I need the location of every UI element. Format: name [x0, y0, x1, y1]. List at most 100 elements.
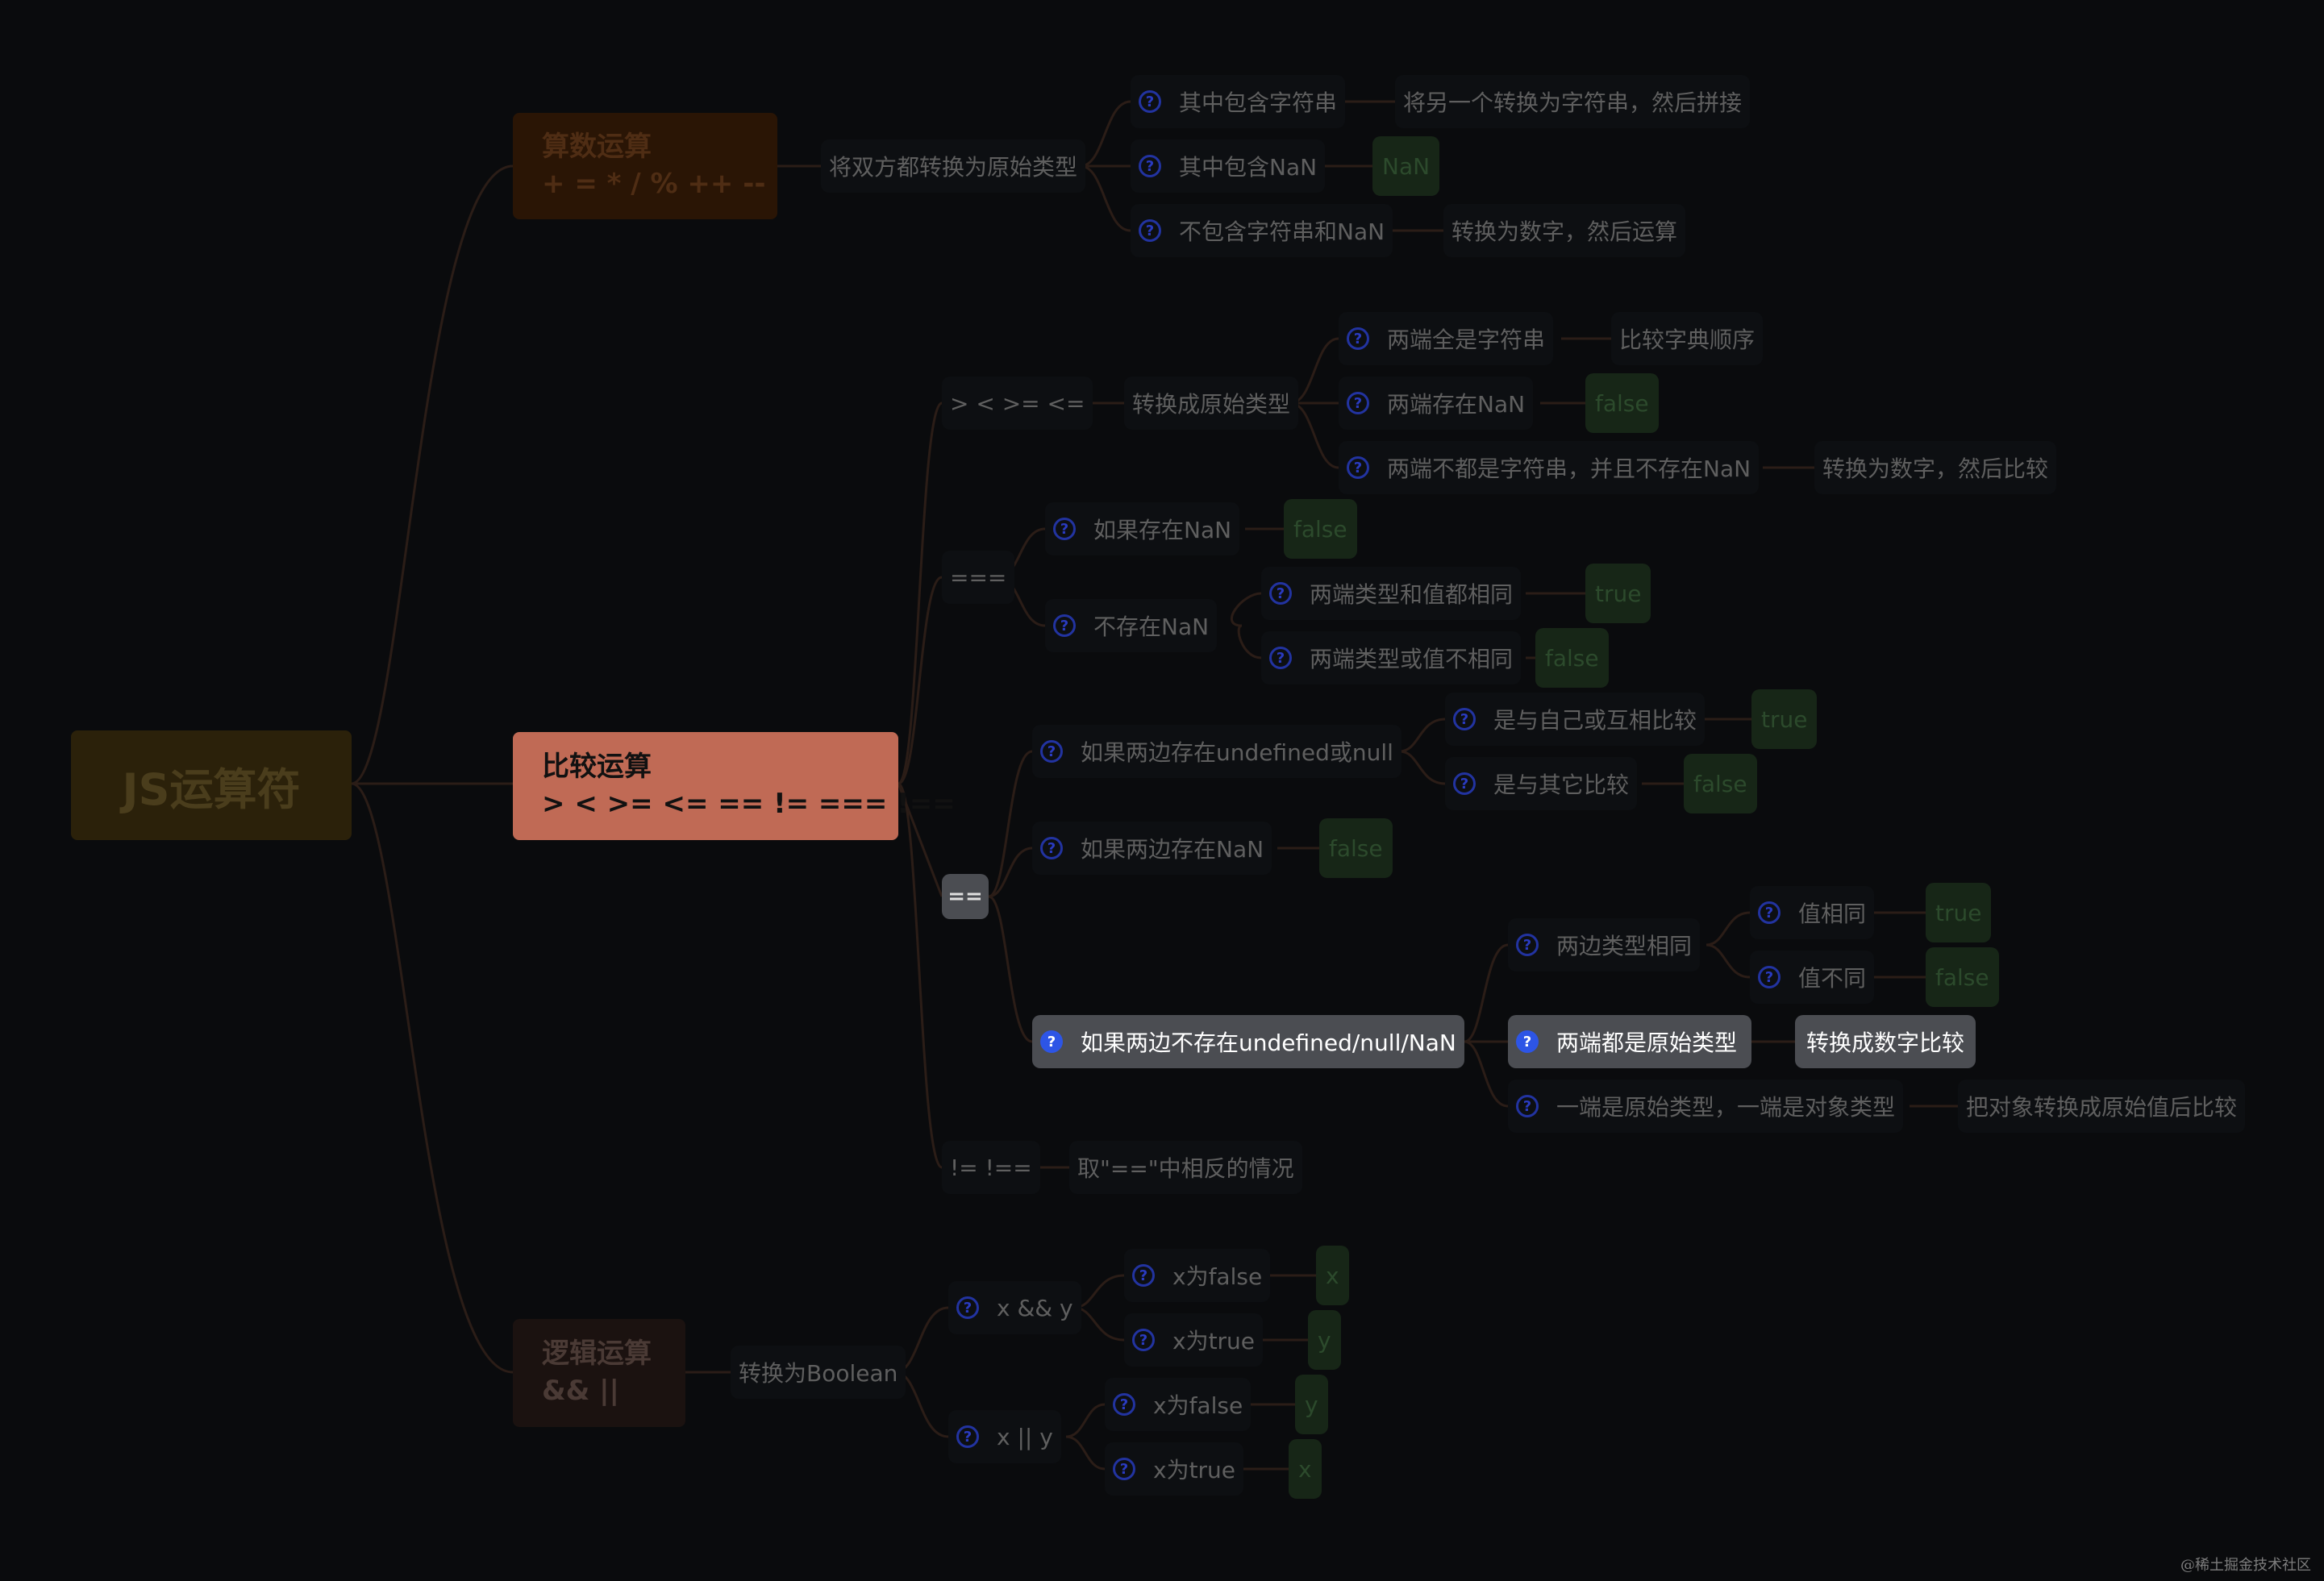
loose-undef-null-label: 如果两边存在undefined或null — [1081, 739, 1393, 766]
loose-with-each-other-label: 是与自己或互相比较 — [1493, 707, 1697, 734]
question-icon: ? — [1139, 155, 1161, 177]
watermark: @稀土掘金技术社区 — [2180, 1557, 2311, 1574]
logic-and-node[interactable]: ?x && y — [948, 1281, 1081, 1334]
compare-node[interactable]: 比较运算 > < >= <= == != === !== — [513, 732, 956, 840]
logic-and-true-node[interactable]: ?x为true — [1124, 1313, 1264, 1367]
logic-and-true-result: y — [1318, 1326, 1331, 1354]
loose-both-primitive-result-node[interactable]: 转换成数字比较 — [1795, 1015, 1976, 1068]
arith-case-string-node[interactable]: ?其中包含字符串 — [1131, 75, 1346, 128]
strict-has-nan-node[interactable]: ?如果存在NaN — [1045, 502, 1240, 555]
question-icon: ? — [1132, 1264, 1155, 1287]
strict-diff-label: 两端类型或值不相同 — [1310, 646, 1514, 672]
logic-rule-node[interactable]: 转换为Boolean — [731, 1346, 906, 1399]
question-icon: ? — [1453, 708, 1476, 730]
logic-and-false-node[interactable]: ? x为false — [1124, 1249, 1271, 1302]
question-icon: ? — [1113, 1458, 1135, 1480]
strict-same-label: 两端类型和值都相同 — [1310, 581, 1514, 608]
arith-case-other-node[interactable]: ?不包含字符串和NaN — [1131, 204, 1393, 257]
logic-or-false-node[interactable]: ? x为false — [1105, 1378, 1252, 1431]
question-icon: ? — [1139, 219, 1161, 242]
root-node[interactable]: JS运算符 — [71, 730, 352, 840]
root-label: JS运算符 — [122, 763, 301, 815]
strict-same-leaf[interactable]: true — [1585, 564, 1651, 623]
loose-value-same-leaf[interactable]: true — [1926, 883, 1992, 942]
arith-result-nan-label: NaN — [1382, 152, 1431, 180]
loose-value-diff-leaf[interactable]: false — [1926, 947, 1999, 1007]
logic-and-false-result: x — [1326, 1262, 1339, 1289]
question-icon: ? — [1516, 934, 1539, 956]
loose-value-same-node[interactable]: ?值相同 — [1750, 886, 1875, 939]
relational-both-string-node[interactable]: ?两端全是字符串 — [1339, 312, 1554, 365]
arith-case-nan-label: 其中包含NaN — [1179, 154, 1318, 181]
not-equal-label: != !== — [950, 1154, 1032, 1181]
question-icon: ? — [1113, 1393, 1135, 1416]
logic-node[interactable]: 逻辑运算 && || — [513, 1319, 685, 1427]
question-icon: ? — [1516, 1030, 1539, 1053]
logic-or-false-leaf[interactable]: y — [1295, 1375, 1328, 1434]
strict-diff-leaf[interactable]: false — [1535, 628, 1609, 688]
loose-with-others-node[interactable]: ?是与其它比较 — [1445, 757, 1638, 810]
loose-with-each-other-leaf[interactable]: true — [1751, 689, 1818, 749]
relational-other-result-node[interactable]: 转换为数字，然后比较 — [1814, 441, 2057, 494]
arith-rule-label: 将双方都转换为原始类型 — [829, 154, 1078, 181]
question-icon: ? — [1132, 1329, 1155, 1351]
strict-has-nan-leaf[interactable]: false — [1284, 499, 1357, 559]
relational-both-string-result-label: 比较字典顺序 — [1619, 327, 1755, 353]
loose-same-type-node[interactable]: ? 两边类型相同 — [1508, 918, 1701, 971]
logic-or-true-node[interactable]: ?x为true — [1105, 1442, 1244, 1496]
relational-both-string-result-node[interactable]: 比较字典顺序 — [1611, 312, 1764, 365]
logic-or-true-leaf[interactable]: x — [1289, 1439, 1322, 1499]
arith-node[interactable]: 算数运算 + = * / % ++ -- — [513, 113, 777, 219]
relational-rule-label: 转换成原始类型 — [1132, 391, 1291, 418]
relational-node[interactable]: > < >= <= — [942, 377, 1093, 430]
strict-diff-node[interactable]: ?两端类型或值不相同 — [1261, 631, 1522, 684]
question-icon: ? — [1269, 582, 1292, 605]
loose-both-primitive-node[interactable]: ?两端都是原始类型 — [1508, 1015, 1751, 1068]
question-icon: ? — [1040, 837, 1063, 859]
arith-result-string-node[interactable]: 将另一个转换为字符串，然后拼接 — [1395, 75, 1751, 128]
logic-or-node[interactable]: ?x || y — [948, 1410, 1061, 1463]
strict-node[interactable]: === — [942, 551, 1015, 604]
arith-case-nan-node[interactable]: ? 其中包含NaN — [1131, 139, 1326, 193]
loose-one-object-node[interactable]: ?一端是原始类型，一端是对象类型 — [1508, 1080, 1904, 1133]
loose-one-object-result-node[interactable]: 把对象转换成原始值后比较 — [1958, 1080, 2246, 1133]
loose-with-each-other-result: true — [1761, 705, 1808, 733]
relational-other-node[interactable]: ?两端不都是字符串，并且不存在NaN — [1339, 441, 1760, 494]
logic-and-false-leaf[interactable]: x — [1316, 1246, 1349, 1305]
strict-label: === — [950, 564, 1007, 591]
relational-has-nan-leaf[interactable]: false — [1585, 373, 1659, 433]
question-icon: ? — [1139, 90, 1161, 113]
compare-title: 比较运算 — [542, 751, 652, 784]
relational-has-nan-result: false — [1595, 389, 1649, 417]
loose-node[interactable]: == — [942, 874, 989, 919]
logic-rule-label: 转换为Boolean — [739, 1360, 898, 1387]
loose-nan-leaf[interactable]: false — [1319, 818, 1393, 878]
arith-result-string-label: 将另一个转换为字符串，然后拼接 — [1403, 89, 1743, 116]
arith-result-other-node[interactable]: 转换为数字，然后运算 — [1443, 204, 1686, 257]
question-icon: ? — [1053, 614, 1076, 637]
loose-nan-result: false — [1329, 834, 1383, 862]
arith-result-nan-leaf[interactable]: NaN — [1372, 136, 1440, 196]
logic-and-true-leaf[interactable]: y — [1308, 1310, 1341, 1370]
arith-rule-node[interactable]: 将双方都转换为原始类型 — [821, 139, 1086, 193]
loose-with-each-other-node[interactable]: ? 是与自己或互相比较 — [1445, 693, 1706, 746]
strict-same-node[interactable]: ? 两端类型和值都相同 — [1261, 567, 1522, 620]
not-equal-rule-node[interactable]: 取"=="中相反的情况 — [1069, 1141, 1302, 1194]
question-icon: ? — [956, 1425, 979, 1448]
logic-or-false-label: x为false — [1153, 1392, 1243, 1419]
loose-none-node[interactable]: ?如果两边不存在undefined/null/NaN — [1032, 1015, 1464, 1068]
relational-has-nan-node[interactable]: ?两端存在NaN — [1339, 377, 1534, 430]
loose-with-others-leaf[interactable]: false — [1684, 754, 1757, 813]
loose-value-diff-node[interactable]: ?值不同 — [1750, 951, 1875, 1004]
loose-undef-null-node[interactable]: ?如果两边存在undefined或null — [1032, 725, 1401, 778]
loose-value-same-label: 值相同 — [1798, 901, 1867, 927]
logic-and-false-label: x为false — [1172, 1263, 1263, 1290]
not-equal-node[interactable]: != !== — [942, 1141, 1040, 1194]
strict-no-nan-node[interactable]: ?不存在NaN — [1045, 599, 1218, 652]
loose-same-type-label: 两边类型相同 — [1556, 933, 1693, 959]
relational-rule-node[interactable]: 转换成原始类型 — [1124, 377, 1299, 430]
loose-nan-node[interactable]: ?如果两边存在NaN — [1032, 822, 1272, 875]
loose-value-diff-result: false — [1935, 963, 1989, 991]
logic-ops: && || — [542, 1375, 619, 1407]
